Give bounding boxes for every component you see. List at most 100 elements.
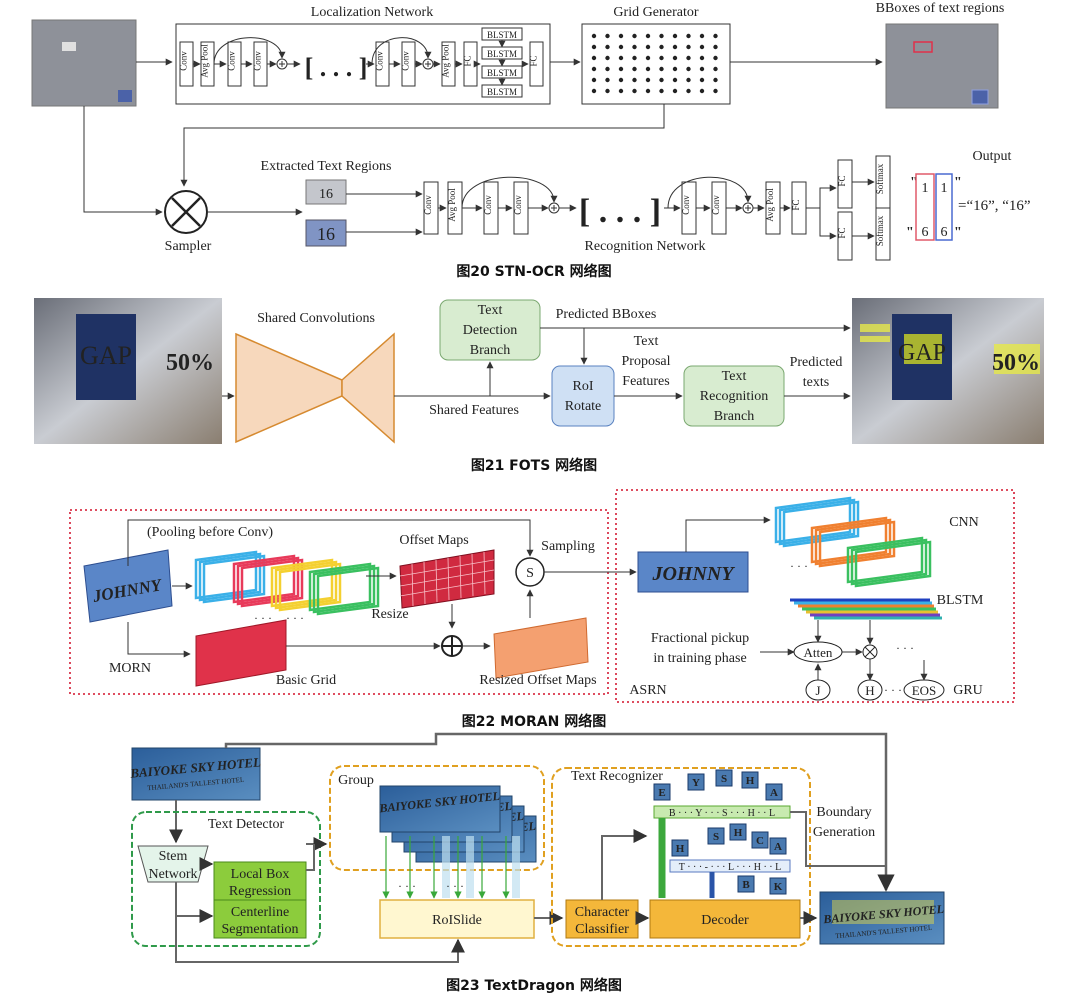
svg-text:Character: Character — [575, 905, 630, 920]
rec-fc-a: FC — [837, 159, 853, 209]
grid-dot — [699, 33, 705, 39]
resized-offset-maps-label: Resized Offset Maps — [479, 673, 596, 688]
asrn-cnn-layer-green — [854, 540, 932, 588]
svg-text:Classifier: Classifier — [575, 922, 629, 937]
svg-text:JOHNNY: JOHNNY — [651, 563, 735, 585]
svg-text:Network: Network — [149, 867, 198, 882]
svg-text:GAP: GAP — [898, 340, 946, 366]
svg-text:B · · · Y · · · S · · · H · ·: B · · · Y · · · S · · · H · · L — [669, 808, 775, 819]
svg-text:E: E — [658, 787, 665, 799]
fig20-input-image — [31, 19, 137, 107]
sampler-label: Sampler — [165, 239, 212, 254]
grid-dot — [645, 66, 651, 72]
asrn-cnn-layer-green — [850, 538, 928, 586]
svg-text:J: J — [815, 683, 820, 698]
grid-dot — [672, 33, 678, 39]
group-dots-2: · · · — [446, 879, 464, 893]
grid-dot — [605, 77, 610, 83]
grid-dot — [713, 66, 718, 72]
svg-text:GAP: GAP — [80, 341, 132, 370]
svg-text:C: C — [756, 835, 764, 847]
svg-text:RoI: RoI — [573, 379, 594, 394]
svg-text:Stem: Stem — [159, 849, 188, 864]
basic-grid — [195, 619, 287, 687]
morn-conv-layer-yellow — [274, 560, 338, 610]
grid-generator-label: Grid Generator — [613, 5, 698, 20]
token-dots: · · · — [884, 683, 902, 697]
svg-text:Features: Features — [622, 374, 669, 389]
character-tile: S — [715, 769, 733, 787]
grid-dot — [672, 66, 678, 72]
svg-text:FC: FC — [837, 175, 847, 186]
sampler-node — [164, 190, 208, 234]
grid-dot — [659, 88, 664, 94]
rec-conv-3: Conv — [513, 181, 529, 235]
svg-text:BLSTM: BLSTM — [487, 30, 517, 40]
svg-text:Softmax: Softmax — [875, 163, 885, 194]
rec-avgpool-2: Avg Pool — [765, 181, 781, 235]
svg-text:": " — [954, 225, 962, 240]
group-crop: BAIYOKE SKY HOTEL — [378, 785, 501, 833]
add-node — [441, 635, 463, 657]
grid-dot — [645, 33, 651, 39]
grid-dot — [659, 66, 664, 72]
cnn-dots: · · · — [790, 559, 808, 573]
svg-text:BLSTM: BLSTM — [487, 49, 517, 59]
loc-blstm-3: BLSTM — [481, 65, 523, 79]
loc-conv-3: Conv — [253, 41, 268, 87]
fig23-caption: 图23 TextDragon 网络图 — [446, 977, 622, 994]
roi-rotate: RoI Rotate — [551, 365, 615, 427]
svg-text:Rotate: Rotate — [565, 399, 602, 414]
loc-conv-1: Conv — [179, 41, 194, 87]
svg-text:1: 1 — [941, 181, 948, 196]
svg-text:": " — [906, 225, 914, 240]
svg-text:16: 16 — [319, 187, 333, 202]
text-proposal-features-label: Text Proposal Features — [622, 334, 671, 389]
fractional-pickup-label: Fractional pickup in training phase — [651, 631, 749, 666]
svg-text:Avg Pool: Avg Pool — [765, 188, 775, 222]
morn-region — [69, 509, 609, 695]
grid-dot — [618, 55, 624, 61]
morn-label: MORN — [109, 661, 151, 676]
grid-dot — [605, 66, 610, 72]
svg-text:Boundary: Boundary — [816, 805, 871, 820]
svg-text:Predicted: Predicted — [790, 355, 843, 370]
roi-stripe — [466, 836, 474, 898]
rec-ellipsis: [ . . . ] — [579, 193, 661, 230]
multiply-node — [862, 644, 878, 660]
morn-conv-layer-cyan — [202, 554, 266, 604]
morn-conv-layer-green — [316, 566, 380, 616]
svg-text:Recognition: Recognition — [700, 389, 768, 404]
rec-conv-2: Conv — [483, 181, 499, 235]
grid-dot — [713, 44, 718, 50]
centerline-segmentation: Centerline Segmentation — [213, 899, 307, 939]
grid-dot — [605, 44, 610, 50]
svg-text:BLSTM: BLSTM — [487, 87, 517, 97]
character-tile: A — [765, 783, 783, 801]
asrn-cnn-layer-cyan — [778, 498, 856, 546]
morn-conv-layer-yellow — [278, 562, 342, 612]
svg-text:Avg Pool: Avg Pool — [441, 44, 451, 78]
shared-features-label: Shared Features — [429, 403, 519, 418]
grid-dot — [713, 55, 718, 61]
grid-dot — [591, 66, 597, 72]
cnn-label: CNN — [949, 515, 979, 530]
morn-conv-layer-yellow — [270, 558, 334, 608]
asrn-cnn-stack: · · · — [774, 496, 932, 588]
svg-text:Text: Text — [634, 334, 659, 349]
asrn-cnn-layer-cyan — [774, 496, 852, 544]
morn-conv-layer-red — [236, 556, 300, 606]
svg-text:Proposal: Proposal — [622, 354, 671, 369]
svg-text:Conv: Conv — [253, 51, 263, 71]
grid-dot — [699, 88, 705, 94]
rectified-image: JOHNNY — [637, 551, 749, 593]
sampling-node: S — [515, 557, 545, 587]
extracted-region-1: 16 — [305, 179, 347, 205]
fig20-caption: 图20 STN-OCR 网络图 — [456, 263, 611, 280]
pooling-before-conv-label: (Pooling before Conv) — [147, 525, 273, 540]
grid-dot — [591, 44, 597, 50]
svg-text:Generation: Generation — [813, 825, 875, 840]
